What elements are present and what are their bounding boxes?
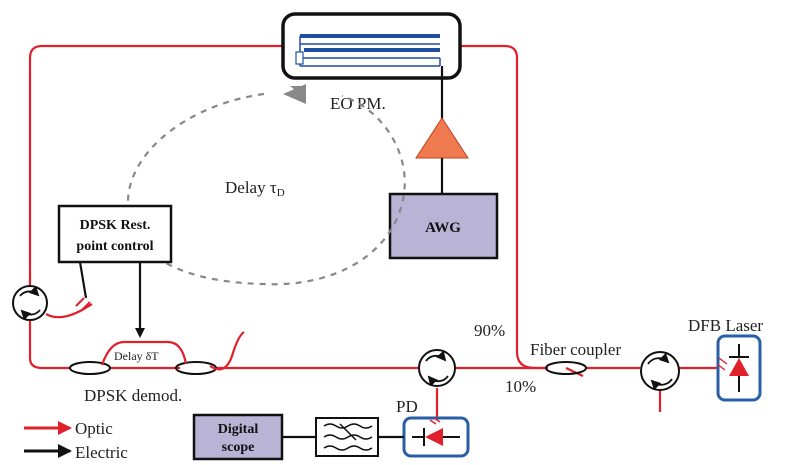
ratio-90-label: 90% [474, 321, 505, 340]
ratio-10-label: 10% [505, 377, 536, 396]
circulator-icon [12, 285, 48, 321]
dfb-laser-label: DFB Laser [688, 316, 763, 335]
pd-label: PD [396, 397, 418, 416]
fiber-coupler-label: Fiber coupler [530, 340, 621, 359]
eo-phase-modulator [281, 12, 462, 80]
legend: Optic Electric [24, 419, 128, 462]
photodiode-icon [402, 416, 470, 458]
legend-electric-label: Electric [75, 443, 128, 462]
control-wire-left [78, 261, 88, 299]
delay-tau-label: Delay τD [225, 178, 285, 199]
amplifier-triangle-icon [415, 117, 469, 159]
dpsk-rest-point-control: DPSK Rest. point control [57, 204, 173, 264]
delay-dt-label: Delay δT [114, 349, 159, 363]
digital-scope-label-line1: Digital [218, 422, 259, 437]
delay-loop [126, 84, 406, 286]
fiber-loop [28, 44, 718, 418]
laser-diode-icon [716, 334, 762, 402]
awg-label: AWG [425, 220, 461, 236]
circulator-icon [640, 351, 680, 391]
legend-optic-label: Optic [75, 419, 113, 438]
fiber-coupler [545, 361, 587, 375]
dpsk-rest-label-line2: point control [76, 239, 153, 254]
awg-box: AWG [388, 192, 499, 260]
filter-icon [315, 417, 379, 457]
digital-scope-box: Digital scope [192, 413, 284, 461]
eo-pm-label: EO PM. [330, 94, 386, 113]
dpsk-demod-label: DPSK demod. [84, 386, 182, 405]
digital-scope-label-line2: scope [222, 440, 255, 455]
dpsk-demodulator: Delay δT [69, 331, 245, 375]
circulator-icon [418, 349, 456, 387]
dpsk-rest-label-line1: DPSK Rest. [80, 218, 151, 233]
fiber-break-mark [75, 297, 91, 311]
